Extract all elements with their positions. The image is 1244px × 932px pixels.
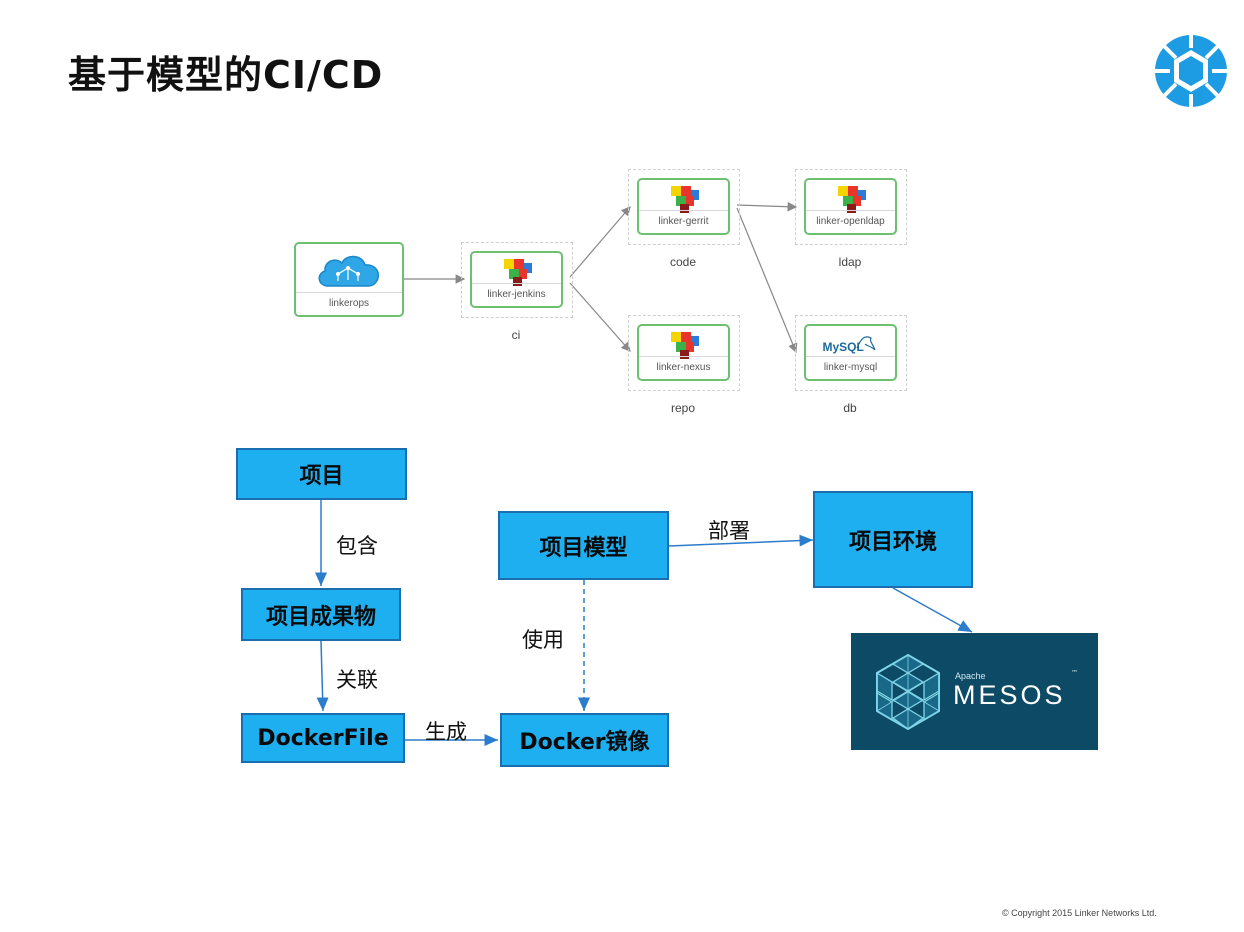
box-project-model[interactable]: 项目模型 (498, 511, 669, 580)
group-ci (461, 242, 573, 318)
box-project-env[interactable]: 项目环境 (813, 491, 973, 588)
node-linker-gerrit[interactable]: linker-gerrit (637, 178, 730, 235)
box-project-artifact[interactable]: 项目成果物 (241, 588, 401, 641)
group-label-ldap: ldap (838, 255, 862, 269)
node-label: linker-gerrit (639, 210, 728, 233)
mesos-apache-text: Apache (955, 671, 986, 681)
mesos-wordmark: MESOS (953, 680, 1066, 710)
edge-label-generate: 生成 (425, 720, 467, 744)
group-label-db: db (843, 401, 857, 415)
apache-mesos-logo: Apache MESOS ™ (851, 633, 1098, 750)
mysql-logo: MySQL (821, 332, 881, 358)
container-cubes-icon (500, 257, 534, 291)
cloud-icon (314, 252, 384, 294)
group-label-code: code (669, 255, 697, 269)
node-label: linker-nexus (639, 356, 728, 379)
node-linker-mysql[interactable]: MySQL linker-mysql (804, 324, 897, 381)
group-ldap (795, 169, 907, 245)
linker-logo (1152, 34, 1230, 108)
container-cubes-icon (834, 184, 868, 218)
edge-deploy (668, 534, 814, 547)
edge-label-associate: 关联 (336, 668, 378, 692)
group-label-repo: repo (670, 401, 696, 415)
node-linker-openldap[interactable]: linker-openldap (804, 178, 897, 235)
edge-env-mesos (892, 587, 973, 633)
edge-label-deploy: 部署 (708, 519, 750, 543)
copyright-text: © Copyright 2015 Linker Networks Ltd. (1002, 908, 1157, 918)
node-label: linker-openldap (806, 210, 895, 233)
edge-label-contains: 包含 (336, 534, 378, 558)
node-linker-nexus[interactable]: linker-nexus (637, 324, 730, 381)
edge-label-use: 使用 (522, 628, 564, 652)
container-cubes-icon (667, 184, 701, 218)
box-docker-image[interactable]: Docker镜像 (500, 713, 669, 767)
group-db (795, 315, 907, 391)
node-label: linker-jenkins (472, 283, 561, 306)
group-code (628, 169, 740, 245)
box-dockerfile[interactable]: DockerFile (241, 713, 405, 763)
edge-associate (316, 640, 329, 712)
mesos-hexagon-icon (876, 653, 940, 731)
node-linkerops[interactable]: linkerops (294, 242, 404, 317)
box-project[interactable]: 项目 (236, 448, 407, 500)
edge-jenkins-nexus (569, 282, 631, 352)
container-cubes-icon (667, 330, 701, 364)
node-label: linkerops (296, 292, 402, 315)
mysql-logo-text: MySQL (822, 340, 864, 354)
node-label: linker-mysql (806, 356, 895, 379)
edge-gerrit-mysql (736, 207, 798, 354)
edge-jenkins-gerrit (569, 206, 631, 278)
page-title: 基于模型的CI/CD (68, 53, 384, 97)
mesos-trademark: ™ (1071, 669, 1078, 677)
group-repo (628, 315, 740, 391)
node-linker-jenkins[interactable]: linker-jenkins (470, 251, 563, 308)
edge-gerrit-openldap (736, 201, 798, 212)
group-label-ci: ci (511, 328, 521, 342)
